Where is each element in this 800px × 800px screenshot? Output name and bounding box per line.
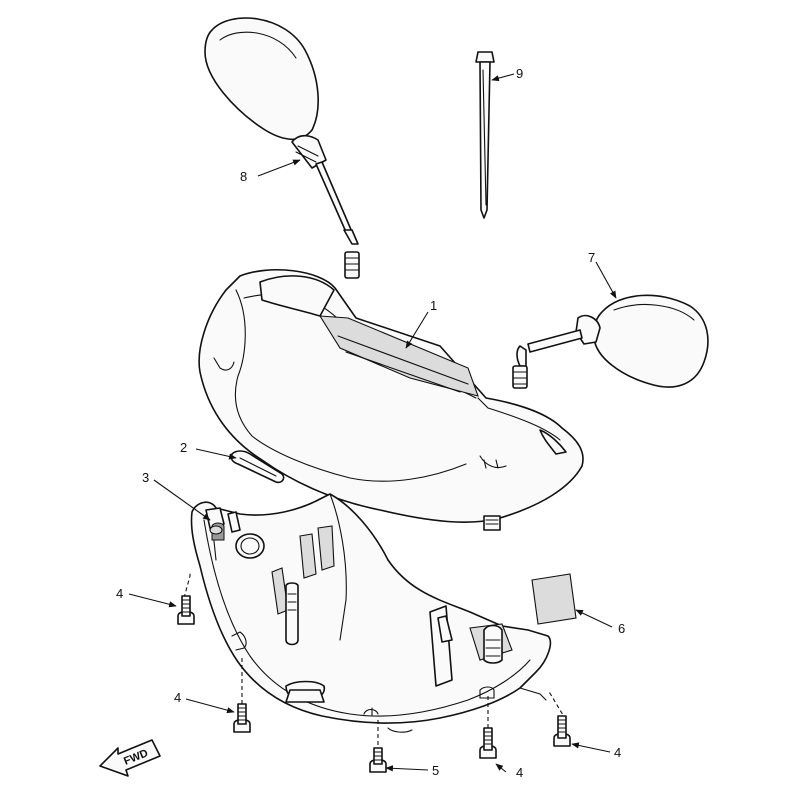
right-mirror: [512, 294, 709, 389]
callout-9: 9: [516, 66, 523, 81]
callout-labels: 1 2 3 4 4 4 4 5 6 7 8 9: [116, 66, 625, 780]
callout-3: 3: [142, 470, 149, 485]
handlebar-cover-front: [198, 268, 584, 531]
screw-left-upper: [177, 572, 195, 625]
cable-tie: [475, 51, 495, 219]
screw-bottom-right: [547, 689, 571, 747]
label-decal: [531, 573, 577, 625]
callout-4-left-lower: 4: [174, 690, 181, 705]
grommet: [209, 525, 223, 535]
trim-strip: [230, 450, 285, 484]
callout-4-bottom-center: 4: [516, 765, 523, 780]
fwd-arrow: FWD: [99, 739, 161, 777]
callout-7: 7: [588, 250, 595, 265]
callout-6: 6: [618, 621, 625, 636]
screw-left-lower: [233, 656, 251, 733]
screw-part-5: [369, 718, 387, 773]
left-mirror: [204, 17, 360, 279]
callout-8: 8: [240, 169, 247, 184]
callout-2: 2: [180, 440, 187, 455]
callout-1: 1: [430, 298, 437, 313]
callout-5: 5: [432, 763, 439, 778]
handlebar-cover-rear: [190, 493, 552, 733]
screw-bottom-center: [479, 694, 497, 759]
callout-4-bottom-right: 4: [614, 745, 621, 760]
callout-4-left-upper: 4: [116, 586, 123, 601]
leader-lines: [128, 73, 617, 773]
